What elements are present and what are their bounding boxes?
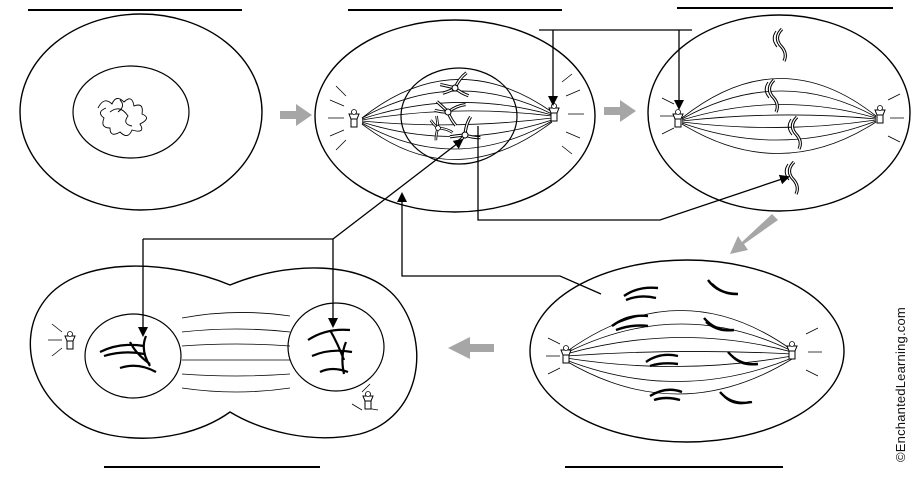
arrow-metaphase-to-anaphase: [730, 214, 778, 254]
label-blanks: [28, 7, 893, 468]
cell-anaphase: [529, 259, 845, 443]
arrow-prophase-to-metaphase: [604, 100, 636, 122]
label-pointers: [138, 29, 790, 337]
arrow-interphase-to-prophase: [280, 104, 312, 126]
copyright-credit: ©EnchantedLearning.com: [893, 307, 908, 462]
arrow-anaphase-to-telophase: [448, 337, 494, 359]
stage-arrows: [280, 100, 778, 359]
cell-metaphase: [647, 14, 911, 212]
cell-telophase: [29, 265, 418, 439]
cell-prophase: [314, 19, 596, 213]
cell-interphase: [19, 13, 263, 211]
